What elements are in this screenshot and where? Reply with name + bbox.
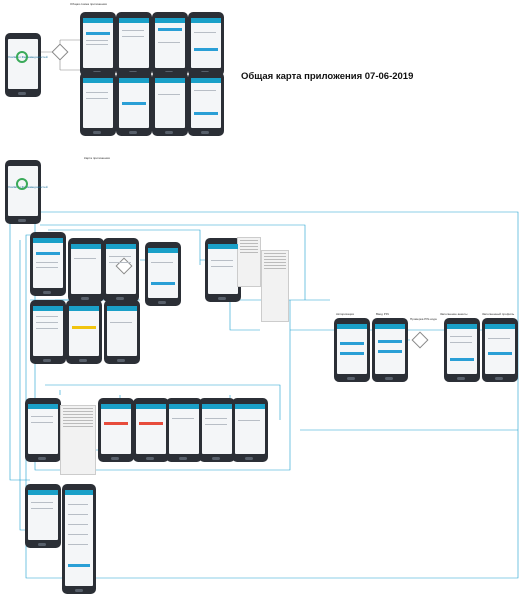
app-section-label: Карта приложения (84, 156, 110, 160)
screen-bottom-long[interactable] (62, 484, 96, 594)
launcher-name-map: Xcellat от Фармаведомостей (8, 185, 48, 189)
screen-enter-pin[interactable] (372, 318, 408, 382)
screen-lower-3[interactable] (133, 398, 169, 462)
screen-top-3[interactable] (152, 12, 188, 76)
launcher-phone-top[interactable] (5, 33, 41, 97)
launcher-phone-map[interactable] (5, 160, 41, 224)
screen-top-4[interactable] (188, 12, 224, 76)
screen-menu[interactable] (30, 300, 66, 364)
label-service-account: Заполнение анкеты (440, 312, 468, 316)
screen-lower-4[interactable] (166, 398, 202, 462)
label-enter-pin: Ввод PIN (376, 312, 389, 316)
screen-bottom-1[interactable] (25, 484, 61, 548)
label-check-pin: Проверка PIN-кода (410, 317, 437, 321)
screen-auth[interactable] (334, 318, 370, 382)
screen-lower-6[interactable] (232, 398, 268, 462)
screen-service-account[interactable] (444, 318, 480, 382)
screen-top-1[interactable] (80, 12, 116, 76)
screen-top-6[interactable] (116, 72, 152, 136)
screen-form[interactable] (145, 242, 181, 306)
label-profile: Заполненный профиль (482, 312, 515, 316)
screen-details[interactable] (205, 238, 241, 302)
screen-lower-1[interactable] (25, 398, 61, 462)
screen-profile[interactable] (482, 318, 518, 382)
note-block-3 (60, 405, 96, 475)
screen-camera[interactable] (68, 238, 104, 302)
map-title: Общая карта приложения 07-06-2019 (241, 71, 414, 82)
screen-lower-5[interactable] (199, 398, 235, 462)
note-block-1 (237, 237, 261, 287)
screen-main-1[interactable] (30, 232, 66, 296)
note-block-2 (261, 250, 289, 322)
screen-top-2[interactable] (116, 12, 152, 76)
screen-top-7[interactable] (152, 72, 188, 136)
label-auth: Авторизация (336, 312, 354, 316)
screen-top-5[interactable] (80, 72, 116, 136)
screen-barcode[interactable] (66, 300, 102, 364)
screen-entry[interactable] (104, 300, 140, 364)
screen-top-8[interactable] (188, 72, 224, 136)
top-section-label: Общая схема приложения (70, 2, 107, 6)
screen-lower-2[interactable] (98, 398, 134, 462)
screen-list[interactable] (103, 238, 139, 302)
